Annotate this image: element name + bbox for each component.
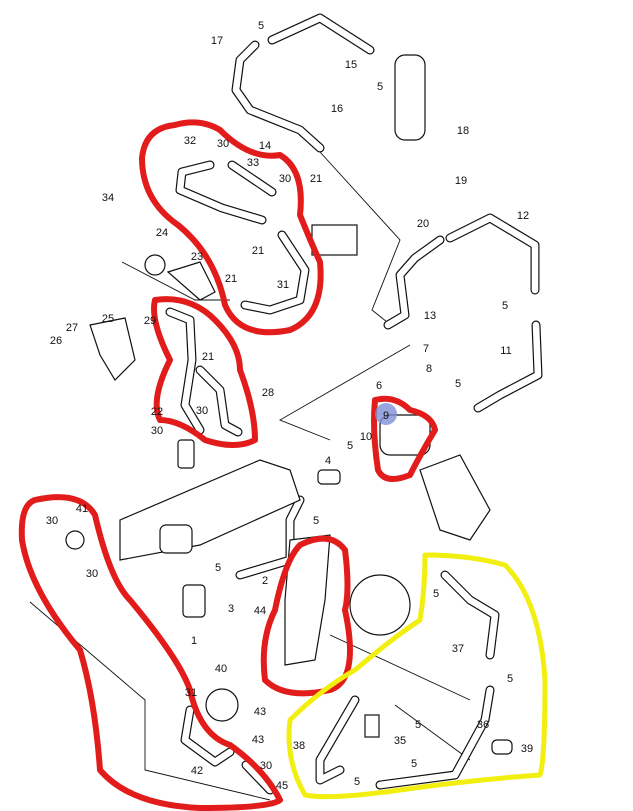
label-5: 5 xyxy=(502,300,508,312)
label-43: 43 xyxy=(254,706,266,718)
label-30: 30 xyxy=(217,138,229,150)
label-5: 5 xyxy=(354,776,360,788)
label-14: 14 xyxy=(259,140,271,152)
label-39: 39 xyxy=(521,743,533,755)
label-5: 5 xyxy=(377,81,383,93)
label-5: 5 xyxy=(415,719,421,731)
label-5: 5 xyxy=(433,588,439,600)
label-32: 32 xyxy=(184,135,196,147)
valve-block xyxy=(311,224,358,256)
label-42: 42 xyxy=(191,765,203,777)
label-41: 41 xyxy=(76,503,88,515)
label-31: 31 xyxy=(277,279,289,291)
label-13: 13 xyxy=(424,310,436,322)
hoses xyxy=(165,13,543,795)
blue-marker xyxy=(375,403,397,425)
label-30: 30 xyxy=(86,568,98,580)
label-5: 5 xyxy=(455,378,461,390)
label-7: 7 xyxy=(423,343,429,355)
yellow-outline xyxy=(286,552,548,800)
fitting-1 xyxy=(182,584,206,618)
label-26: 26 xyxy=(50,335,62,347)
intercooler xyxy=(119,459,301,561)
flange xyxy=(159,524,193,554)
components xyxy=(65,54,513,755)
label-29: 29 xyxy=(144,315,156,327)
label-35: 35 xyxy=(394,735,406,747)
valve-35 xyxy=(364,714,380,738)
label-15: 15 xyxy=(345,59,357,71)
valve-40 xyxy=(205,688,239,722)
label-36: 36 xyxy=(477,719,489,731)
label-24: 24 xyxy=(156,227,168,239)
label-30: 30 xyxy=(260,760,272,772)
label-16: 16 xyxy=(331,103,343,115)
label-44: 44 xyxy=(254,605,266,617)
label-30: 30 xyxy=(46,515,58,527)
label-11: 11 xyxy=(500,345,511,357)
label-9: 9 xyxy=(383,410,389,422)
label-28: 28 xyxy=(262,387,274,399)
label-10: 10 xyxy=(360,431,372,443)
label-17: 17 xyxy=(211,35,223,47)
label-34: 34 xyxy=(102,192,114,204)
label-33: 33 xyxy=(247,157,259,169)
label-31: 31 xyxy=(185,687,197,699)
label-25: 25 xyxy=(102,313,114,325)
label-21: 21 xyxy=(310,173,322,185)
label-5: 5 xyxy=(215,562,221,574)
label-45: 45 xyxy=(276,780,288,792)
red-outline-valve xyxy=(371,395,438,482)
label-3: 3 xyxy=(228,603,234,615)
label-5: 5 xyxy=(347,440,353,452)
label-38: 38 xyxy=(293,740,305,752)
label-20: 20 xyxy=(417,218,429,230)
label-21: 21 xyxy=(202,351,214,363)
bracket-25 xyxy=(89,317,136,381)
pipe-4 xyxy=(317,469,341,485)
label-30: 30 xyxy=(279,173,291,185)
label-22: 22 xyxy=(151,406,163,418)
label-27: 27 xyxy=(66,322,78,334)
label-5: 5 xyxy=(507,673,513,685)
label-5: 5 xyxy=(258,20,264,32)
label-18: 18 xyxy=(457,125,469,137)
highlights xyxy=(18,119,548,811)
part-labels: 5 17 15 5 16 14 32 30 33 30 21 18 19 34 … xyxy=(46,20,533,792)
label-30: 30 xyxy=(151,425,163,437)
intake-hose-44 xyxy=(284,534,331,666)
elbow-41 xyxy=(65,530,85,550)
label-6: 6 xyxy=(376,380,382,392)
turbocharger xyxy=(349,574,411,636)
canister xyxy=(394,54,426,141)
label-12: 12 xyxy=(517,210,529,222)
red-outline-top xyxy=(139,119,324,336)
label-43: 43 xyxy=(252,734,264,746)
label-2: 2 xyxy=(262,575,268,587)
label-5: 5 xyxy=(411,758,417,770)
label-1: 1 xyxy=(191,635,197,647)
clip-39 xyxy=(491,739,513,755)
red-outline-intake xyxy=(260,535,353,697)
label-40: 40 xyxy=(215,663,227,675)
label-23: 23 xyxy=(191,251,203,263)
label-37: 37 xyxy=(452,643,464,655)
red-outline-left xyxy=(18,494,283,811)
label-8: 8 xyxy=(426,363,432,375)
filter-23 xyxy=(166,261,216,301)
label-5: 5 xyxy=(313,515,319,527)
label-4: 4 xyxy=(325,455,331,467)
label-21: 21 xyxy=(252,245,264,257)
red-outline-mid-left xyxy=(151,296,258,448)
throttle-body xyxy=(419,454,491,541)
label-30: 30 xyxy=(196,405,208,417)
label-21: 21 xyxy=(225,273,237,285)
leader-lines xyxy=(29,151,471,801)
label-19: 19 xyxy=(455,175,467,187)
sensor xyxy=(177,439,195,469)
clamp-24 xyxy=(144,254,166,276)
